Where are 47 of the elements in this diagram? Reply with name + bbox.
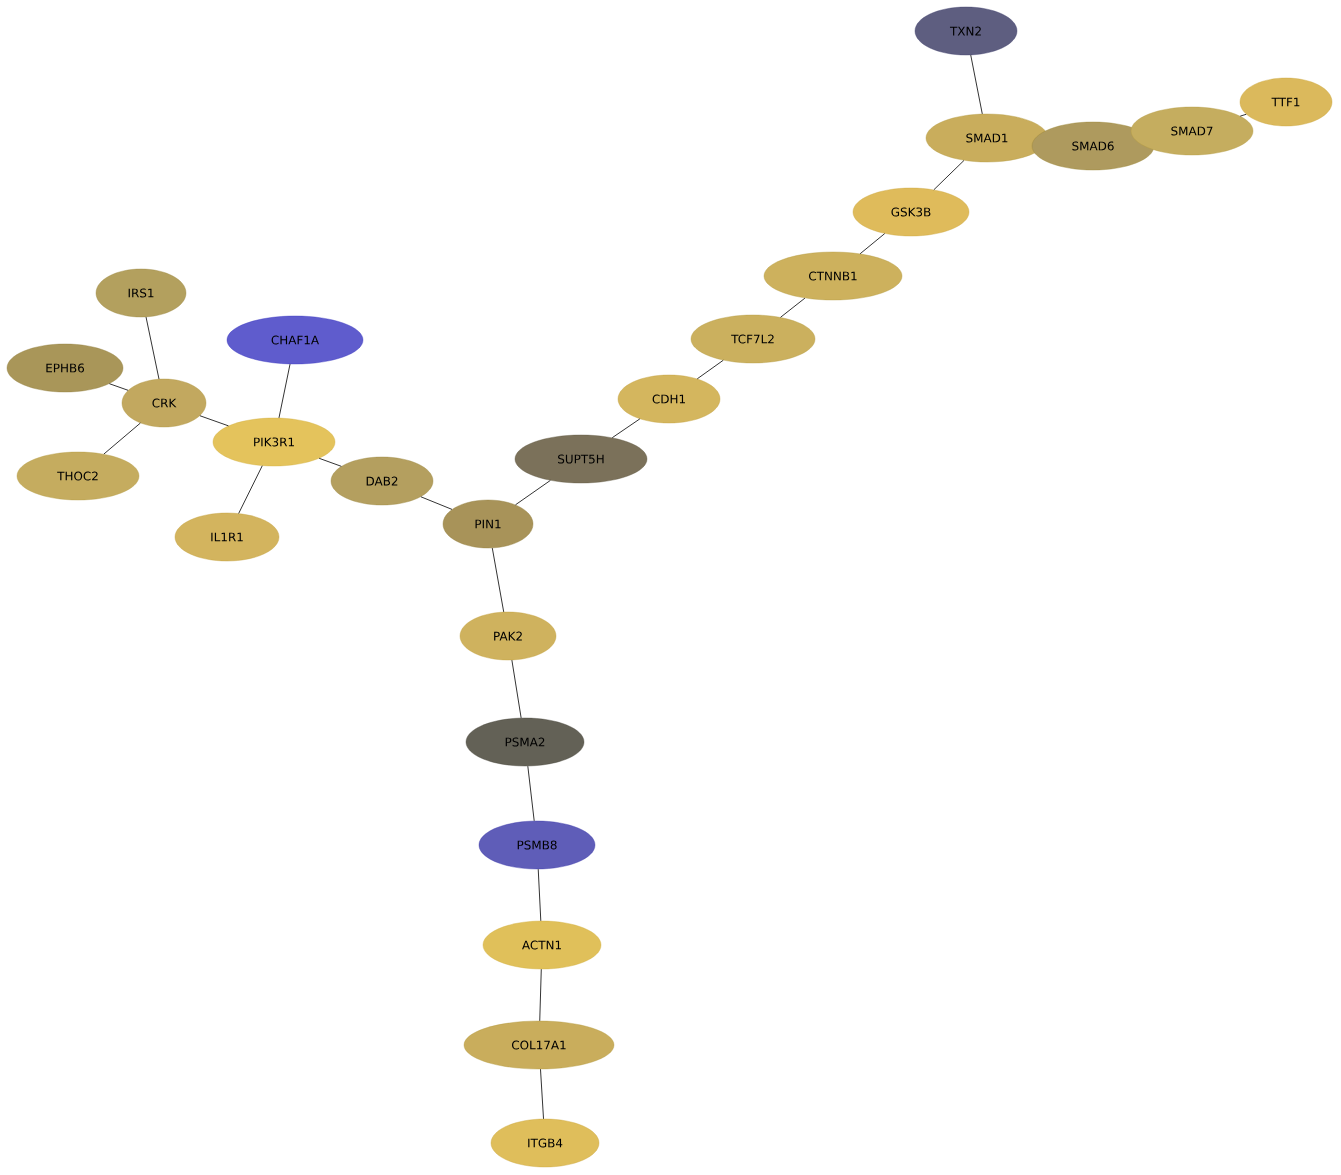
- gene-node: CTNNB1: [763, 251, 903, 301]
- gene-node: IL1R1: [174, 512, 280, 562]
- edge-line: [611, 418, 641, 439]
- gene-node: COL17A1: [463, 1020, 615, 1070]
- edge-line: [696, 359, 724, 380]
- gene-node: SMAD6: [1031, 121, 1155, 171]
- edge-line: [933, 160, 965, 191]
- gene-node: CHAF1A: [226, 315, 364, 365]
- gene-node: CDH1: [617, 374, 721, 424]
- gene-node: PAK2: [459, 611, 557, 661]
- gene-node: TXN2: [914, 6, 1018, 56]
- gene-node: SUPT5H: [514, 434, 648, 484]
- edge-line: [103, 422, 141, 455]
- gene-node: CRK: [121, 378, 207, 428]
- edge-line: [539, 968, 542, 1022]
- gene-node: ITGB4: [490, 1118, 600, 1168]
- edge-line: [511, 659, 522, 719]
- edge-line: [859, 233, 886, 255]
- edge-line: [537, 868, 542, 922]
- gene-node: TTF1: [1239, 77, 1333, 127]
- gene-node: SMAD1: [925, 113, 1049, 163]
- edge-line: [540, 1068, 544, 1120]
- edge-line: [420, 496, 453, 510]
- edge-line: [318, 457, 342, 467]
- gene-node: EPHB6: [6, 343, 124, 393]
- edge-line: [970, 54, 983, 115]
- gene-node: IRS1: [95, 268, 187, 318]
- gene-node: TCF7L2: [690, 314, 816, 364]
- gene-node: PSMA2: [465, 717, 585, 767]
- edge-line: [780, 297, 806, 318]
- edge-line: [1239, 113, 1247, 117]
- gene-node: SMAD7: [1130, 106, 1254, 156]
- gene-node: PIN1: [442, 499, 534, 549]
- edge-line: [145, 316, 160, 380]
- gene-node: PIK3R1: [212, 417, 336, 467]
- edge-line: [108, 383, 129, 391]
- gene-node: PSMB8: [478, 820, 596, 870]
- edge-line: [199, 415, 229, 427]
- gene-node: THOC2: [16, 451, 140, 501]
- gene-node: DAB2: [330, 456, 434, 506]
- edge-line: [238, 465, 263, 514]
- edge-line: [527, 765, 535, 822]
- edge-line: [515, 480, 551, 506]
- edge-line: [278, 363, 291, 419]
- gene-node: ACTN1: [482, 920, 602, 970]
- gene-node: GSK3B: [852, 187, 970, 237]
- edge-line: [491, 547, 505, 613]
